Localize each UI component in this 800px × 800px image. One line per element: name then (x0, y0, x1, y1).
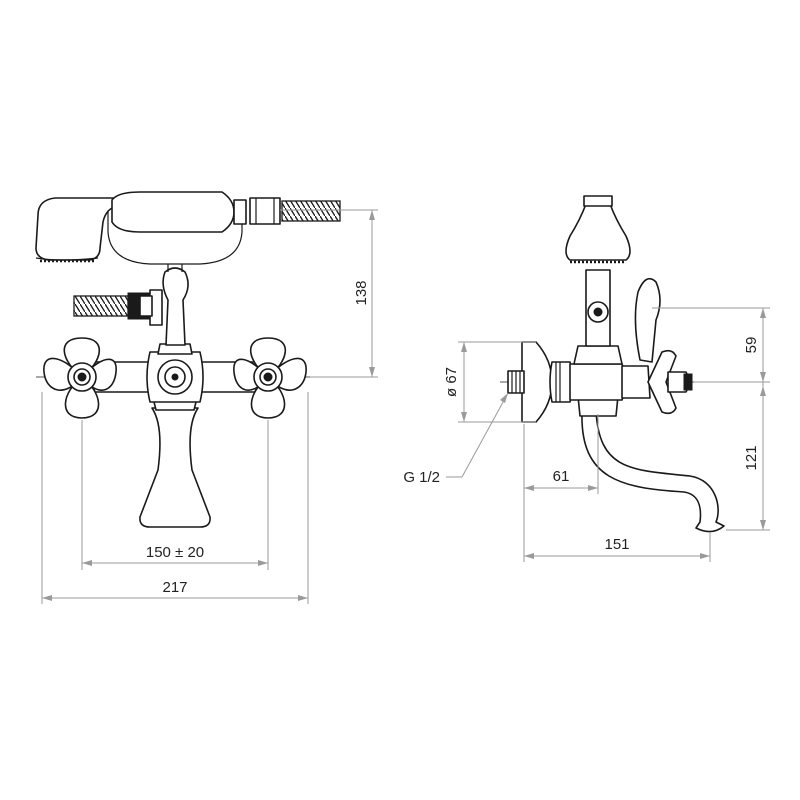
shower-head (35, 197, 119, 261)
side-diverter-lever (634, 277, 661, 363)
dimension-spout-offset: 61 (523, 414, 599, 562)
handset-cradle (107, 202, 243, 265)
shower-outlet-bell (565, 203, 631, 261)
spout-base (139, 407, 211, 528)
thread-leader: G 1/2 (403, 392, 509, 486)
dim-lower-height-label: 121 (743, 445, 760, 470)
dim-spout-offset-label: 61 (553, 468, 570, 485)
dimension-spout-reach: 151 (524, 532, 711, 562)
side-view: ø 67 G 1/2 61 151 (403, 195, 770, 562)
cross-handle-right (233, 337, 307, 419)
dim-height-label: 138 (353, 280, 370, 305)
dim-centers-label: 150 ± 20 (146, 544, 204, 561)
dimension-height: 138 (280, 209, 378, 378)
handset-grip (111, 191, 235, 233)
dimension-diameter: ø 67 (443, 341, 536, 423)
cross-handle-left (43, 337, 117, 419)
side-spout (581, 411, 725, 533)
dim-upper-height-label: 59 (743, 337, 760, 354)
dim-spout-reach-label: 151 (604, 536, 629, 553)
dimension-width: 217 (42, 579, 308, 601)
dimension-centers: 150 ± 20 (82, 544, 268, 566)
dimension-upper-height: 59 (652, 307, 770, 383)
side-cross-handle (647, 349, 677, 415)
dim-thread-label: G 1/2 (403, 469, 440, 486)
handset-hose (281, 200, 341, 222)
front-view: 150 ± 20 217 138 (35, 191, 378, 604)
side-valve-body (569, 363, 627, 401)
dimension-lower-height: 121 (726, 382, 770, 531)
dim-width-label: 217 (162, 579, 187, 596)
diverter-lever (162, 267, 189, 346)
hose-stub-left (73, 295, 129, 317)
dim-diameter-label: ø 67 (443, 367, 460, 397)
wall-flange (521, 341, 553, 423)
